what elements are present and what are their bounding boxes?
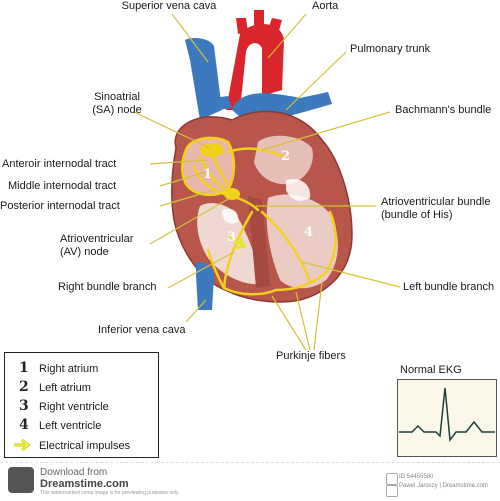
- image-id-icon: [386, 473, 398, 485]
- label-pulmonary-trunk: Pulmonary trunk: [350, 43, 431, 55]
- legend-number: 1: [19, 360, 29, 376]
- legend-item: 2 Left atrium: [5, 379, 158, 397]
- label-sa-node-line2: (SA) node: [92, 104, 142, 116]
- legend-item: 3 Right ventricle: [5, 398, 158, 416]
- chamber-number-3: 3: [227, 230, 236, 245]
- label-purkinje-fibers: Purkinje fibers: [276, 350, 346, 362]
- dreamstime-site-text: Dreamstime.com: [40, 478, 129, 490]
- ekg-box: [397, 379, 497, 457]
- aorta-shape: [226, 23, 284, 110]
- pulmonary-right-branch: [200, 96, 232, 112]
- legend-number: 3: [19, 398, 29, 414]
- legend-text: Left ventricle: [39, 420, 102, 432]
- label-posterior-internodal: Posterior internodal tract: [0, 200, 120, 212]
- inferior-vena-cava-shape: [196, 262, 214, 310]
- purkinje-path-3: [324, 210, 337, 274]
- label-inferior-vena-cava: Inferior vena cava: [98, 324, 186, 336]
- ekg-trace-overlay: [399, 387, 495, 442]
- chamber-number-1: 1: [203, 167, 212, 182]
- author-icon: [386, 485, 398, 497]
- left-ventricle-cavity: [266, 194, 338, 289]
- legend-impulse-text: Electrical impulses: [39, 440, 131, 452]
- label-middle-internodal: Middle internodal tract: [8, 180, 117, 192]
- label-left-bundle-branch: Left bundle branch: [403, 281, 495, 293]
- internodal-tract-posterior: [192, 164, 226, 196]
- valve-tissue: [222, 178, 311, 224]
- impulse-arrow-ventricle: [229, 234, 247, 250]
- image-id-text: ID 54455580: [399, 474, 434, 480]
- label-aorta: Aorta: [312, 0, 339, 12]
- internodal-tract-middle: [198, 154, 228, 192]
- aortic-branches: [236, 10, 282, 34]
- legend-item-impulse: Electrical impulses: [5, 437, 158, 455]
- legend-item: 4 Left ventricle: [5, 417, 158, 435]
- right-bundle-branch-path: [222, 210, 254, 290]
- left-bundle-branch-path: [260, 210, 312, 284]
- legend-text: Right atrium: [39, 363, 99, 375]
- ekg-title: Normal EKG: [400, 364, 462, 376]
- legend-box: 1 Right atrium 2 Left atrium 3 Right ven…: [4, 352, 159, 458]
- purkinje-path-1: [222, 286, 278, 296]
- label-sa-node-line1: Sinoatrial: [94, 91, 140, 103]
- chamber-number-4: 4: [304, 225, 313, 240]
- conduction-system: [192, 146, 337, 296]
- label-superior-vena-cava: Superior vena cava: [121, 0, 217, 12]
- dreamstime-logo-icon: [8, 467, 34, 493]
- bachmanns-bundle-path: [226, 147, 284, 158]
- av-node-shape: [224, 188, 240, 200]
- legend-number: 2: [19, 379, 29, 395]
- chamber-number-2: 2: [281, 149, 290, 164]
- legend-item: 1 Right atrium: [5, 360, 158, 378]
- purkinje-path-4: [206, 248, 226, 290]
- label-av-node-line2: (AV) node: [60, 246, 109, 258]
- legend-text: Right ventricle: [39, 401, 109, 413]
- purkinje-path-2: [274, 270, 328, 292]
- watermark-footer: Download from Dreamstime.com This waterm…: [0, 462, 500, 501]
- leader-lines: [133, 13, 401, 351]
- preview-note-text: This watermarked comp image is for previ…: [40, 490, 180, 496]
- septum: [248, 196, 270, 288]
- author-credit-text: Pawel Jaroszy | Dreamstime.com: [399, 483, 488, 489]
- label-av-node-line1: Atrioventricular: [60, 233, 134, 245]
- label-anterior-internodal: Anteroir internodal tract: [2, 158, 117, 170]
- label-bachmanns-bundle: Bachmann's bundle: [395, 104, 492, 116]
- impulse-arrow-icon: [14, 438, 31, 452]
- label-av-bundle-line1: Atrioventricular bundle: [381, 196, 491, 208]
- legend-number: 4: [19, 417, 29, 433]
- legend-text: Left atrium: [39, 382, 91, 394]
- label-av-bundle-line2: (bundle of His): [381, 209, 453, 221]
- download-from-text: Download from: [40, 467, 108, 478]
- label-right-bundle-branch: Right bundle branch: [58, 281, 157, 293]
